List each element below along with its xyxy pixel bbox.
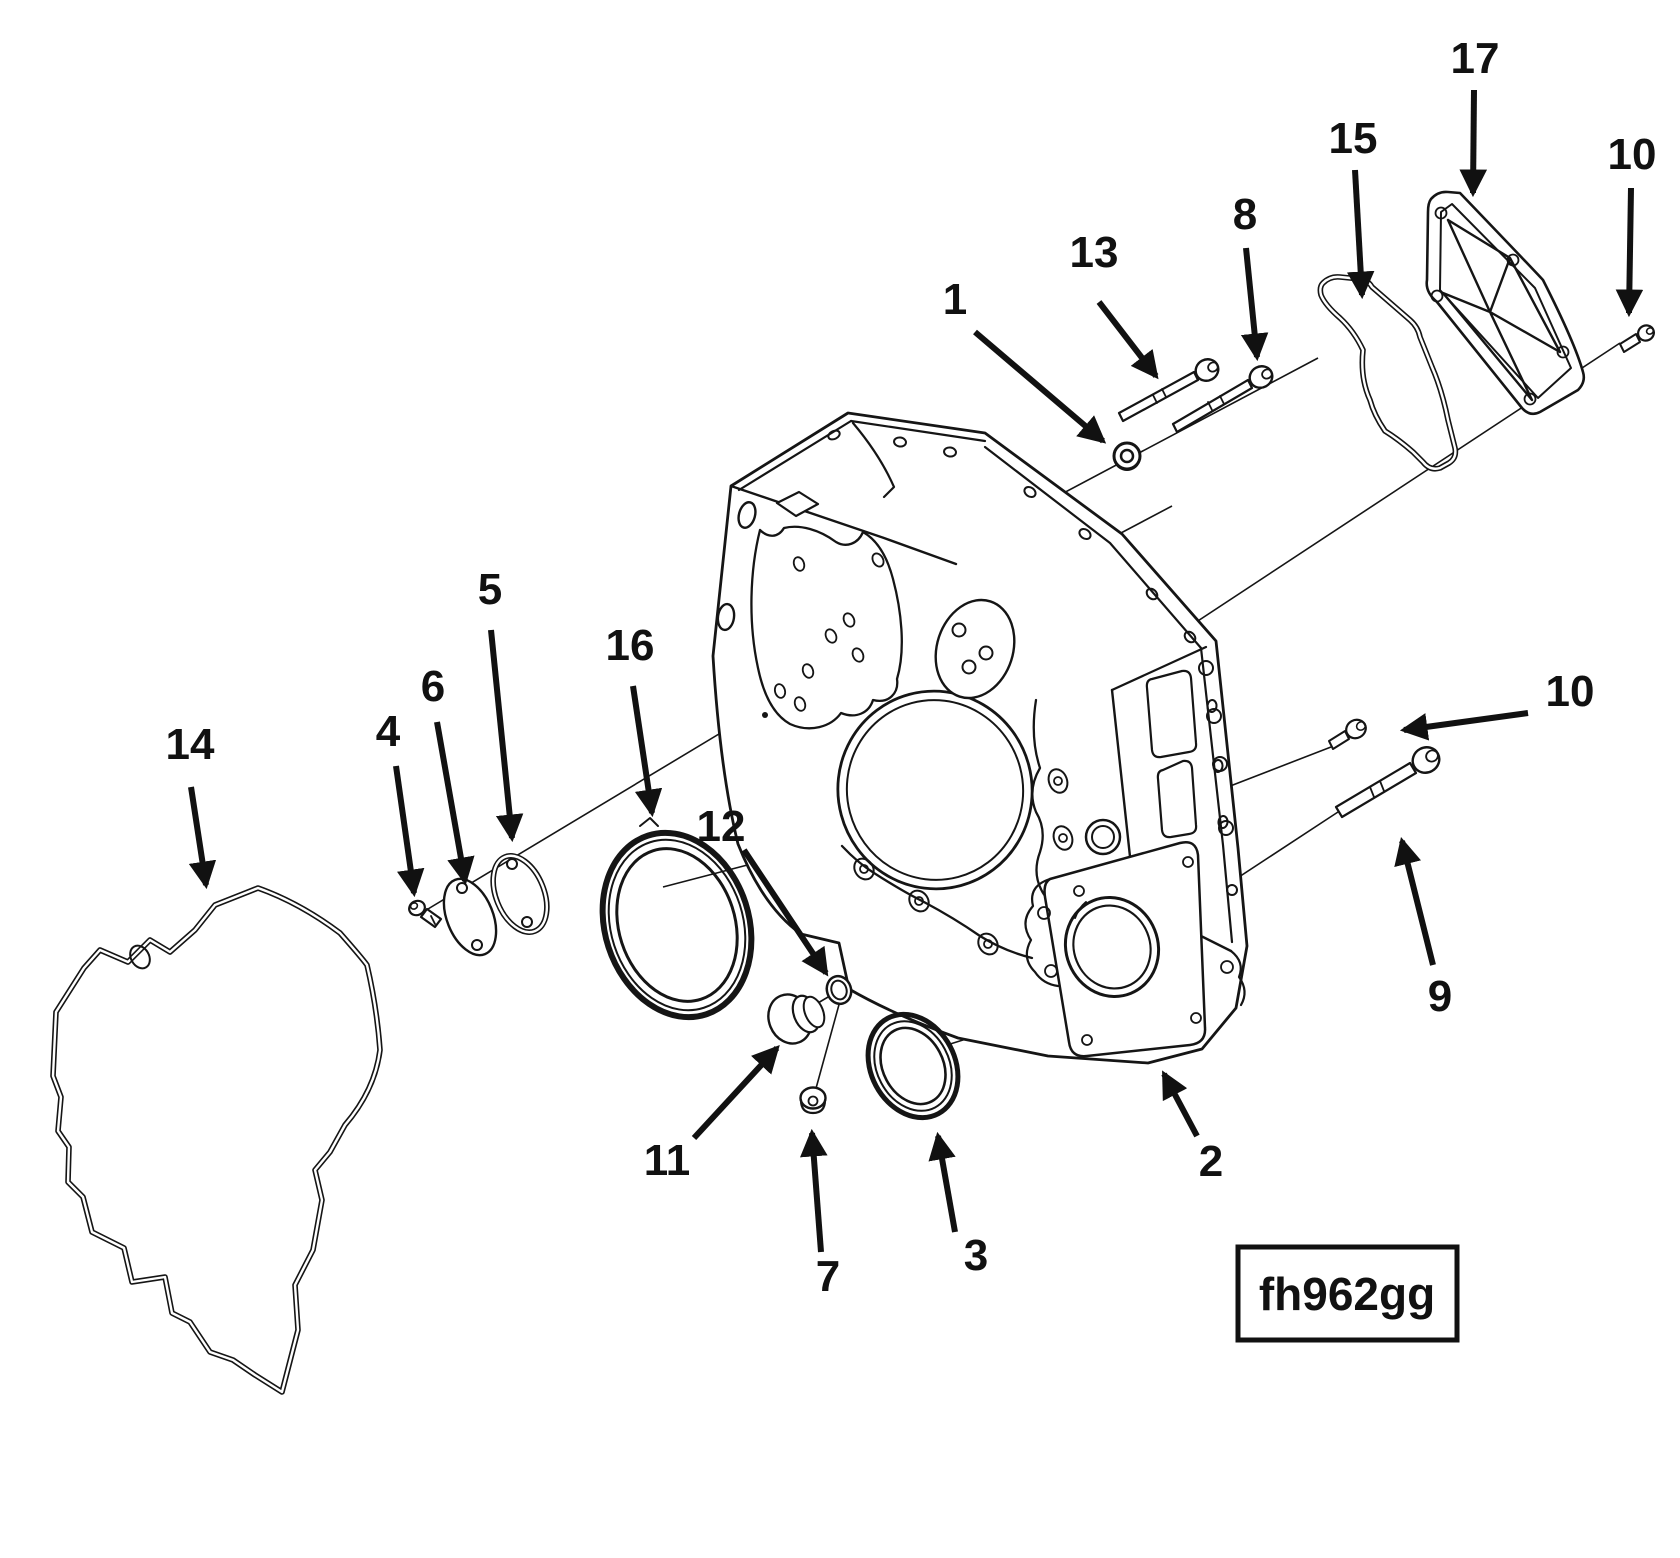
callouts: 1 2 3 4 5 6 7 8 (166, 34, 1657, 1301)
cover-gasket-15 (1317, 274, 1459, 472)
three-hole-boss (934, 598, 1016, 700)
gasket-5 (490, 853, 550, 935)
callout-10-middle-label: 10 (1546, 667, 1595, 716)
sealing-washer-1 (1112, 441, 1142, 471)
callout-8: 8 (1233, 190, 1269, 362)
callout-16: 16 (606, 621, 663, 818)
callout-1: 1 (943, 275, 1107, 444)
callout-10-top: 10 (1608, 130, 1657, 318)
callout-9-label: 9 (1428, 972, 1452, 1021)
cover-ribs (1441, 218, 1562, 402)
callout-13-label: 13 (1070, 228, 1119, 277)
callout-2: 2 (1161, 1070, 1223, 1186)
lower-bore-boss (1024, 841, 1246, 1058)
callout-8-label: 8 (1233, 190, 1257, 239)
callout-11: 11 (644, 1044, 780, 1185)
screw-4 (408, 899, 443, 929)
callout-13: 13 (1070, 228, 1159, 380)
callout-16-label: 16 (606, 621, 655, 670)
bottom-edge (840, 844, 1034, 960)
callout-9: 9 (1394, 836, 1452, 1021)
callout-17: 17 (1451, 34, 1500, 198)
callout-6: 6 (421, 662, 475, 886)
callout-10-middle: 10 (1399, 667, 1595, 741)
upper-panel (750, 525, 903, 730)
crankshaft-seal-3 (865, 1011, 961, 1121)
callout-3-label: 3 (964, 1231, 988, 1280)
cup-plug-11 (767, 993, 826, 1045)
callout-4: 4 (376, 707, 425, 898)
callout-17-label: 17 (1451, 34, 1500, 83)
callout-15: 15 (1329, 114, 1378, 300)
callout-7-label: 7 (816, 1252, 840, 1301)
seal-ring-16 (599, 817, 755, 1021)
callout-1-label: 1 (943, 275, 967, 324)
callout-4-label: 4 (376, 707, 401, 756)
rim-bolt-holes (893, 436, 1229, 829)
callout-10-top-label: 10 (1608, 130, 1657, 179)
callout-5-label: 5 (478, 565, 502, 614)
callout-14-label: 14 (166, 720, 215, 769)
bolt-10-middle (1328, 718, 1367, 750)
side-port (1031, 698, 1122, 898)
callout-3: 3 (928, 1131, 988, 1280)
figure-code-box: fh962gg (1235, 1244, 1460, 1343)
bolt-8 (1171, 365, 1274, 434)
bolt-9 (1334, 746, 1441, 819)
callout-14: 14 (166, 720, 217, 890)
cover-plate-6 (442, 877, 498, 957)
callout-12-label: 12 (697, 802, 746, 851)
figure-code: fh962gg (1259, 1268, 1435, 1320)
ribbed-cover-17 (1425, 190, 1586, 416)
callout-11-label: 11 (644, 1136, 691, 1185)
callout-6-label: 6 (421, 662, 445, 711)
dome-nut-7 (799, 1086, 827, 1115)
callout-2-label: 2 (1199, 1137, 1223, 1186)
flywheel-housing (711, 411, 1249, 1065)
callout-5: 5 (478, 565, 524, 843)
housing-gasket-14 (50, 885, 383, 1395)
callout-12: 12 (697, 802, 829, 977)
bolt-13 (1117, 358, 1220, 423)
o-ring-12 (825, 974, 853, 1006)
bolt-10-top (1619, 324, 1655, 353)
callout-7: 7 (800, 1128, 840, 1301)
callout-15-label: 15 (1329, 114, 1378, 163)
